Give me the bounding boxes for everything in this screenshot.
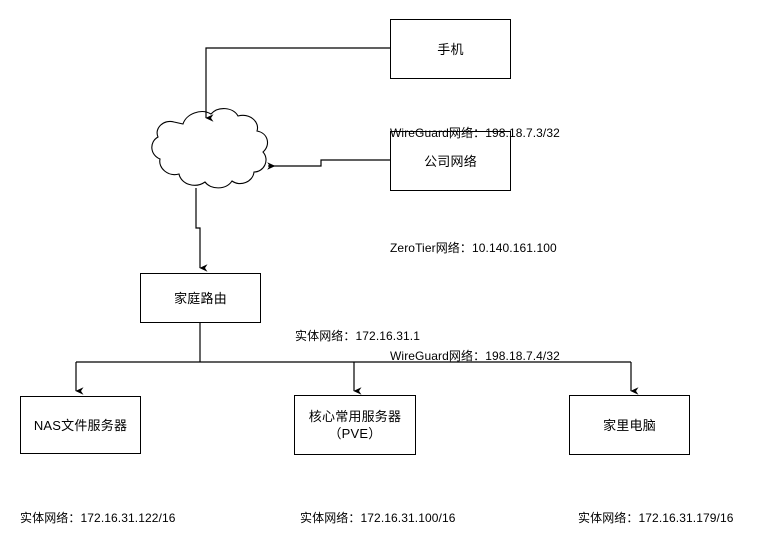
node-company-network[interactable]: 公司网络 — [390, 131, 511, 191]
node-nas-file-server[interactable]: NAS文件服务器 — [20, 396, 141, 454]
edge-phone-to-cloud — [205, 47, 390, 122]
node-home-computer-label: 家里电脑 — [603, 417, 656, 433]
note-phone: WireGuard网络：198.18.7.3/32 — [390, 88, 560, 178]
note-pve-server-line-0: 实体网络：172.16.31.100/16 — [300, 511, 456, 525]
note-pve-server: 实体网络：172.16.31.100/16 — [300, 473, 456, 551]
note-nas-file-server-line-0: 实体网络：172.16.31.122/16 — [20, 511, 176, 525]
note-company-network-line-0: ZeroTier网络：10.140.161.100 — [390, 241, 557, 255]
note-company-network: ZeroTier网络：10.140.161.100 WireGuard网络：19… — [390, 203, 560, 401]
note-home-computer: 实体网络：172.16.31.179/16 — [578, 473, 734, 551]
note-company-network-line-1: WireGuard网络：198.18.7.4/32 — [390, 349, 560, 363]
node-phone-label: 手机 — [437, 41, 464, 57]
note-phone-line-0: WireGuard网络：198.18.7.3/32 — [390, 126, 560, 140]
edge-company-to-cloud — [267, 159, 390, 170]
note-nas-file-server: 实体网络：172.16.31.122/16 WireGuard网络：198.18… — [20, 473, 190, 551]
node-pve-server[interactable]: 核心常用服务器 （PVE） — [294, 395, 416, 455]
node-phone[interactable]: 手机 — [390, 19, 511, 79]
note-home-router: 实体网络：172.16.31.1 — [295, 291, 420, 381]
node-home-router[interactable]: 家庭路由 — [140, 273, 261, 323]
node-home-computer[interactable]: 家里电脑 — [569, 395, 690, 455]
note-home-router-line-0: 实体网络：172.16.31.1 — [295, 329, 420, 343]
internet-cloud-shape — [151, 108, 269, 189]
node-home-router-label: 家庭路由 — [174, 290, 227, 306]
edge-cloud-to-router — [195, 188, 208, 272]
note-home-computer-line-0: 实体网络：172.16.31.179/16 — [578, 511, 734, 525]
node-nas-file-server-label: NAS文件服务器 — [33, 417, 128, 433]
node-company-network-label: 公司网络 — [424, 153, 477, 169]
node-pve-server-label: 核心常用服务器 （PVE） — [308, 409, 402, 441]
